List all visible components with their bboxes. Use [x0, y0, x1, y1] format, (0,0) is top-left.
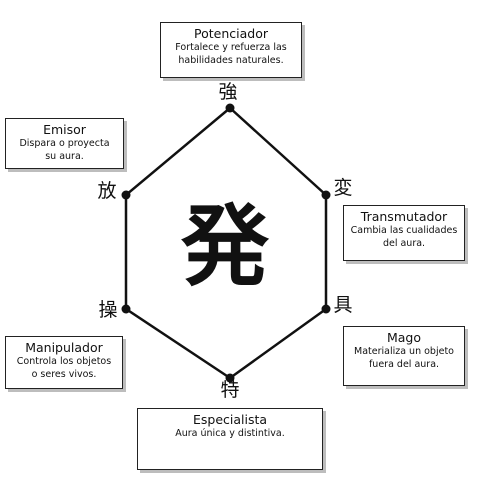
- box-description: Materializa un objeto fuera del aura.: [354, 346, 454, 370]
- vertex-dot-conjurer: [321, 304, 331, 314]
- box-title: Manipulador: [25, 340, 103, 355]
- kanji-transmuter: 変: [333, 177, 353, 199]
- box-description: Cambia las cualidades del aura.: [350, 225, 458, 249]
- box-description: Fortalece y refuerza las habilidades nat…: [175, 42, 287, 66]
- kanji-specialist: 特: [220, 379, 240, 401]
- vertex-dot-enhancer: [225, 103, 235, 113]
- box-transmuter: Transmutador Cambia las cualidades del a…: [343, 205, 465, 261]
- box-title: Emisor: [43, 122, 86, 137]
- vertex-dot-emitter: [121, 190, 131, 200]
- kanji-enhancer: 強: [218, 81, 238, 103]
- vertex-dot-transmuter: [321, 190, 331, 200]
- kanji-emitter: 放: [97, 180, 117, 202]
- box-manipulator: Manipulador Controla los objetos o seres…: [5, 336, 123, 389]
- box-title: Especialista: [192, 412, 268, 427]
- box-conjurer: Mago Materializa un objeto fuera del aur…: [343, 326, 465, 386]
- box-title: Transmutador: [360, 209, 448, 224]
- vertex-dot-specialist: [225, 373, 235, 383]
- kanji-manipulator: 操: [98, 299, 118, 321]
- box-description: Aura única y distintiva.: [175, 428, 285, 439]
- box-specialist: Especialista Aura única y distintiva.: [137, 408, 323, 470]
- vertex-dot-manipulator: [121, 304, 131, 314]
- box-description: Controla los objetos o seres vivos.: [16, 356, 112, 380]
- box-emitter: Emisor Dispara o proyecta su aura.: [5, 118, 124, 169]
- box-title: Mago: [386, 330, 422, 345]
- box-description: Dispara o proyecta su aura.: [19, 138, 110, 162]
- box-enhancer: Potenciador Fortalece y refuerza las hab…: [160, 22, 302, 78]
- box-title: Potenciador: [194, 26, 268, 41]
- center-kanji-hatsu: 発: [180, 194, 269, 298]
- kanji-conjurer: 具: [333, 294, 353, 316]
